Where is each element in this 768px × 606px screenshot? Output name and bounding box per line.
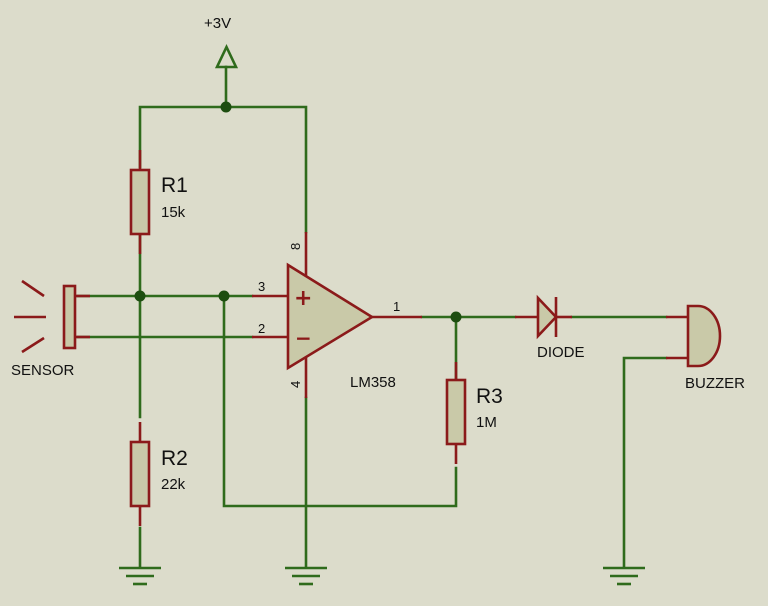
sensor-label: SENSOR [11,362,75,379]
wires [76,105,668,569]
diode-label: DIODE [537,344,585,361]
junction-dot [134,290,146,302]
pin-label-noninverting: 3 [258,279,265,294]
pin-label-gnd: 4 [288,381,303,388]
r2-ref: R2 [161,447,188,470]
light-ray-icon [21,336,45,354]
junction-dot [218,290,230,302]
supply-terminal [214,43,239,109]
junction-dot [450,311,462,323]
opamp-part-label: LM358 [350,374,396,391]
r3-ref: R3 [476,385,503,408]
resistor-r2 [129,422,151,526]
ground-symbol [285,566,327,586]
pin-label-vcc: 8 [288,243,303,250]
opamp-lm358: + − [252,232,422,398]
pin-label-inverting: 2 [258,321,265,336]
ground-symbol [603,566,645,586]
light-ray-icon [21,279,45,298]
sensor [14,279,90,354]
r3-value: 1M [476,414,497,431]
noninverting-sign: + [294,286,312,311]
r2-value: 22k [161,476,186,493]
inverting-sign: − [295,326,312,350]
ground-symbol [119,566,161,586]
r1-value: 15k [161,204,186,221]
buzzer [666,304,722,368]
resistor-r1 [129,150,151,254]
supply-label: +3V [204,15,231,32]
buzzer-label: BUZZER [685,375,745,392]
junction-dot [220,101,232,113]
diode [515,294,572,340]
r1-ref: R1 [161,174,188,197]
resistor-r3 [445,362,467,464]
pin-label-output: 1 [393,299,400,314]
